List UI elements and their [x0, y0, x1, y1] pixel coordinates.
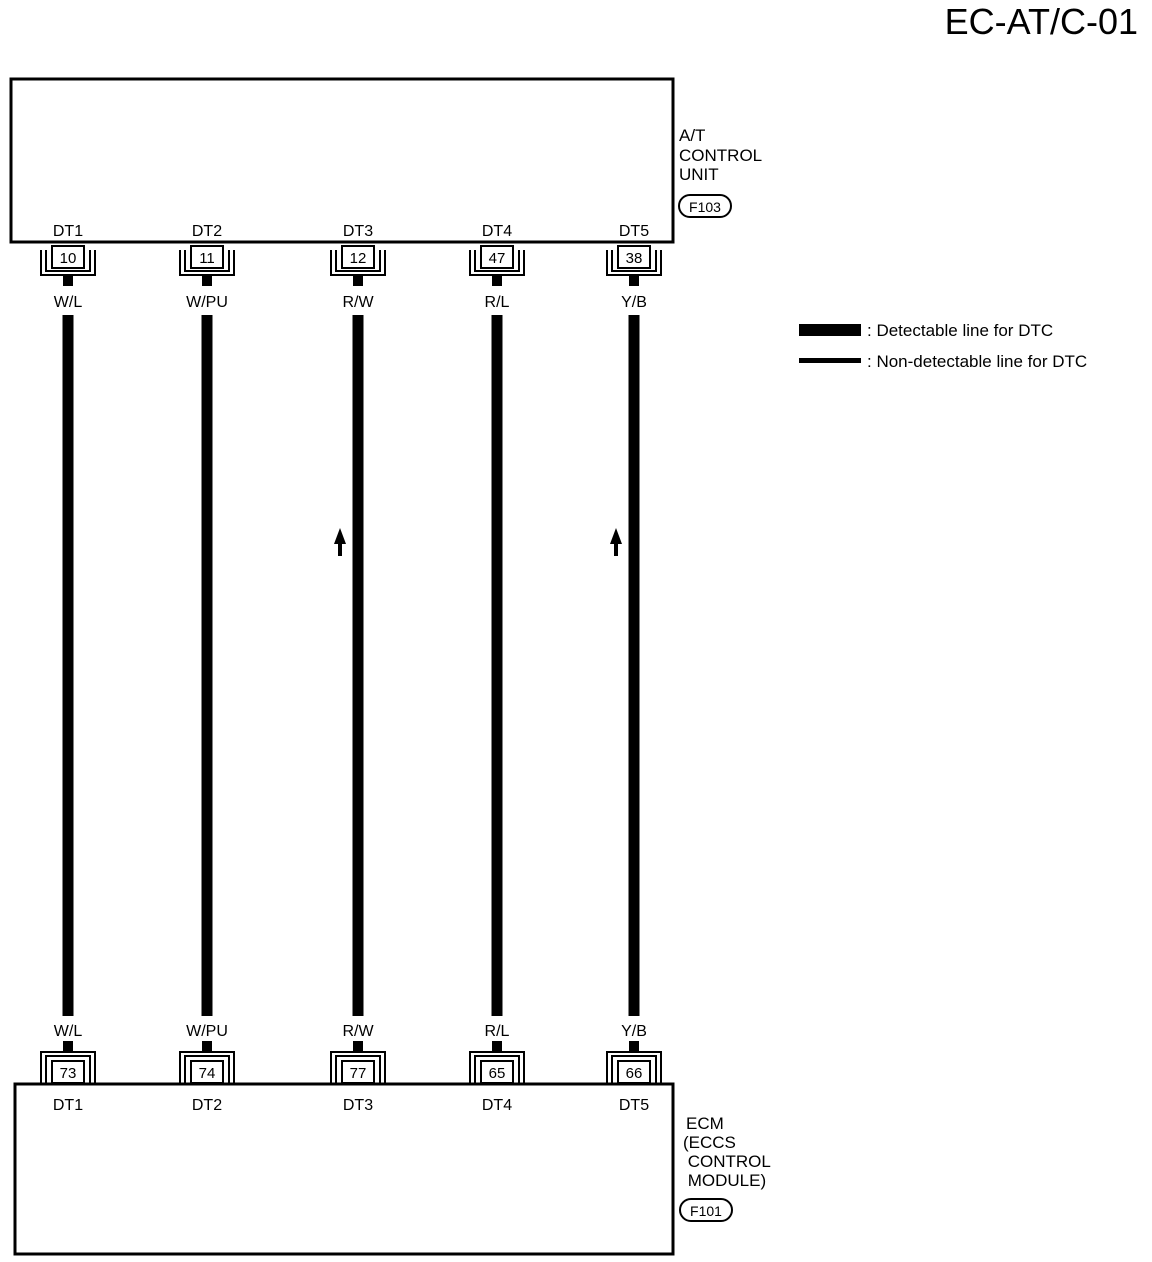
top-wire-stub	[353, 276, 363, 286]
bottom-pin-box	[480, 1060, 514, 1084]
top-pin-box	[51, 245, 85, 269]
top-signal-label: DT3	[343, 223, 373, 240]
bottom-wire-color-label: R/L	[485, 1023, 510, 1040]
at-control-unit-label: A/T CONTROL UNIT F103	[678, 126, 762, 218]
bottom-pin-number: 77	[350, 1065, 367, 1082]
bottom-wire-stub	[353, 1041, 363, 1051]
top-wire-stub	[492, 276, 502, 286]
wire-columns: DT110W/LW/L73DT1DT211W/PUW/PU74DT2DT312R…	[40, 223, 662, 1114]
top-wire-color-label: Y/B	[621, 294, 647, 311]
top-wire-color-label: R/W	[342, 294, 374, 311]
bottom-connector-bracket	[606, 1051, 662, 1084]
top-pin-box	[617, 245, 651, 269]
top-connector-bracket	[606, 250, 662, 276]
bottom-pin-number: 65	[489, 1065, 506, 1082]
top-pin-number: 10	[60, 250, 77, 267]
bottom-wire-color-label: W/PU	[186, 1023, 228, 1040]
at-unit-name-line-1: A/T	[679, 126, 705, 145]
connector-id-f103: F103	[689, 199, 721, 215]
ecm-name-line-3: CONTROL	[683, 1152, 771, 1171]
top-wire-stub	[63, 276, 73, 286]
bottom-wire-stub	[63, 1041, 73, 1051]
bottom-wire-stub	[629, 1041, 639, 1051]
page-code: EC-AT/C-01	[945, 1, 1138, 42]
top-wire-color-label: W/L	[54, 294, 83, 311]
bottom-wire-stub	[492, 1041, 502, 1051]
top-pin-number: 12	[350, 250, 367, 267]
top-pin-number: 47	[489, 250, 506, 267]
top-pin-box	[480, 245, 514, 269]
wire-line	[352, 315, 364, 1016]
bottom-connector-bracket	[469, 1051, 525, 1084]
bottom-wire-color-label: W/L	[54, 1023, 83, 1040]
wire-line	[201, 315, 213, 1016]
bottom-pin-box	[51, 1060, 85, 1084]
legend-detectable-line	[799, 324, 861, 336]
top-connector-bracket	[330, 250, 386, 276]
ecm-label: ECM (ECCS CONTROL MODULE) F101	[679, 1114, 771, 1222]
connector-badge-f101	[679, 1198, 733, 1222]
wire-line	[62, 315, 74, 1016]
top-wire-stub	[202, 276, 212, 286]
ecm-name-line-2: (ECCS	[683, 1133, 736, 1152]
top-pin-number: 11	[199, 250, 215, 267]
top-connector-bracket	[40, 250, 96, 276]
at-unit-name-line-3: UNIT	[679, 165, 719, 184]
top-signal-label: DT1	[53, 223, 83, 240]
bottom-pin-number: 73	[60, 1065, 77, 1082]
top-signal-label: DT4	[482, 223, 512, 240]
legend-non-detectable-text: : Non-detectable line for DTC	[867, 352, 1087, 371]
bottom-signal-label: DT3	[343, 1097, 373, 1114]
top-connector-bracket	[469, 250, 525, 276]
legend: : Detectable line for DTC : Non-detectab…	[799, 321, 1087, 371]
bottom-wire-stub	[202, 1041, 212, 1051]
top-wire-color-label: R/L	[485, 294, 510, 311]
bottom-pin-box	[617, 1060, 651, 1084]
top-wire-stub	[629, 276, 639, 286]
bottom-signal-label: DT4	[482, 1097, 512, 1114]
wire-line	[491, 315, 503, 1016]
bottom-pin-number: 74	[199, 1065, 216, 1082]
bottom-connector-bracket	[179, 1051, 235, 1084]
bottom-wire-color-label: Y/B	[621, 1023, 647, 1040]
ecm-name-line-1: ECM	[686, 1114, 724, 1133]
top-pin-number: 38	[626, 250, 643, 267]
ecm-name-line-4: MODULE)	[683, 1171, 766, 1190]
top-connector-bracket	[179, 250, 235, 276]
connector-id-f101: F101	[690, 1203, 722, 1219]
bottom-connector-bracket	[330, 1051, 386, 1084]
at-unit-name-line-2: CONTROL	[679, 146, 762, 165]
wire-line	[628, 315, 640, 1016]
top-signal-label: DT2	[192, 223, 222, 240]
bottom-pin-number: 66	[626, 1065, 643, 1082]
signal-direction-arrow-icon	[334, 528, 346, 556]
top-pin-box	[341, 245, 375, 269]
bottom-signal-label: DT2	[192, 1097, 222, 1114]
connector-badge-f103	[678, 194, 732, 218]
bottom-wire-color-label: R/W	[342, 1023, 374, 1040]
at-control-unit-box	[9, 77, 675, 244]
bottom-signal-label: DT1	[53, 1097, 83, 1114]
top-signal-label: DT5	[619, 223, 649, 240]
legend-detectable-text: : Detectable line for DTC	[867, 321, 1053, 340]
bottom-pin-box	[190, 1060, 224, 1084]
signal-direction-arrow-icon	[610, 528, 622, 556]
bottom-signal-label: DT5	[619, 1097, 649, 1114]
legend-non-detectable-line	[799, 358, 861, 363]
top-wire-color-label: W/PU	[186, 294, 228, 311]
bottom-pin-box	[341, 1060, 375, 1084]
bottom-connector-bracket	[40, 1051, 96, 1084]
top-pin-box	[190, 245, 224, 269]
